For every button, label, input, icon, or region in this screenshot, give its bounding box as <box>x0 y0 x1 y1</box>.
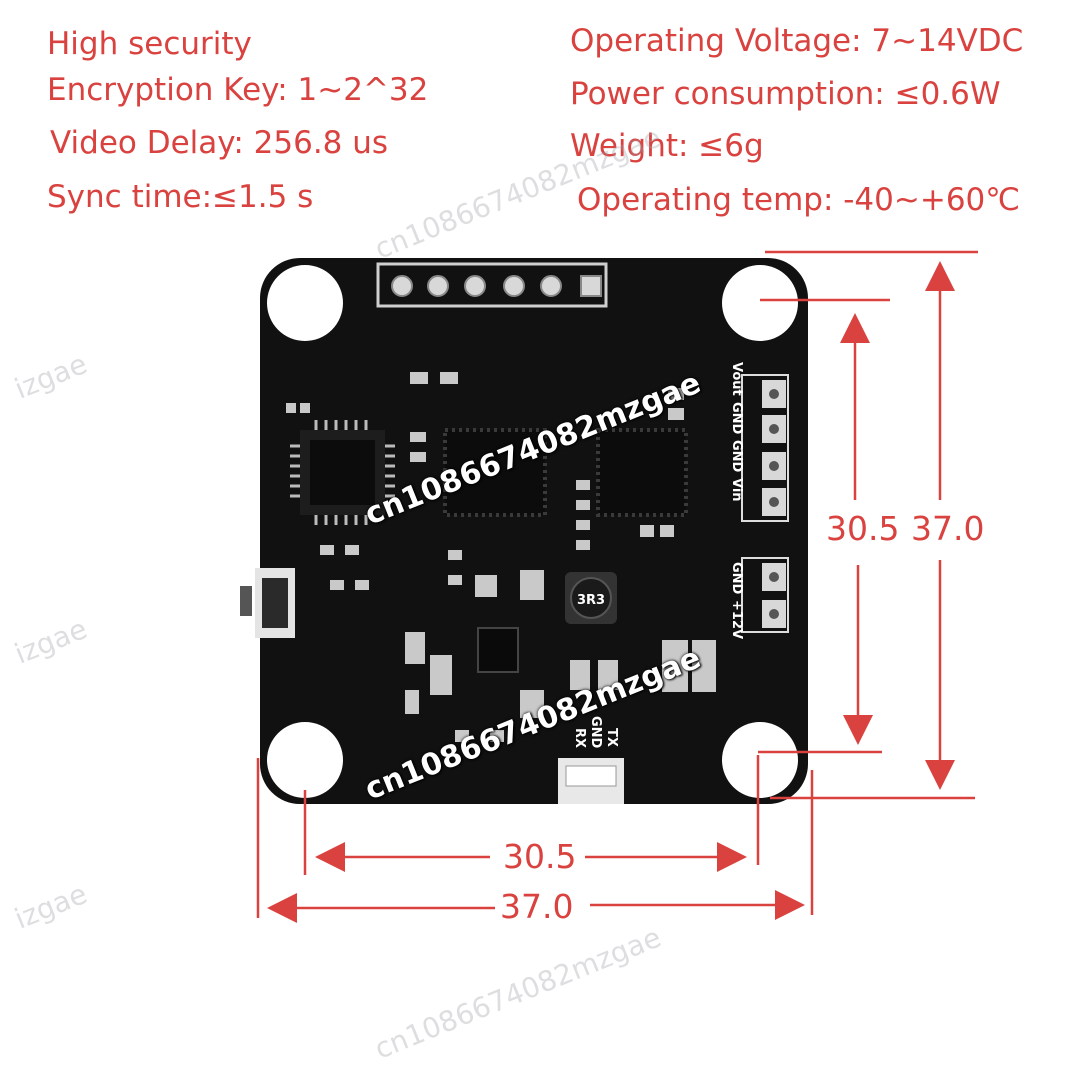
dim-hole-spacing-horizontal: 30.5 <box>503 837 577 876</box>
uart-label-rx: RX <box>572 728 587 748</box>
pad-label-vin: Vin <box>729 478 744 502</box>
inductor-3r3: 3R3 <box>565 572 617 624</box>
svg-text:3R3: 3R3 <box>577 593 605 608</box>
smd-components <box>286 372 716 742</box>
dim-board-width: 37.0 <box>500 887 574 926</box>
dim-hole-spacing-vertical: 30.5 <box>826 509 900 548</box>
ic-small-center <box>477 627 519 673</box>
spec-encryption-key: Encryption Key: 1~2^32 <box>47 72 429 108</box>
mount-hole-bottom-right <box>722 722 798 798</box>
qfn-chip-center <box>443 428 547 517</box>
spec-operating-temp: Operating temp: -40~+60℃ <box>577 182 1021 218</box>
right-pads <box>741 374 789 633</box>
pad-label-12v: +12V <box>729 600 744 639</box>
spec-weight: Weight: ≤6g <box>570 128 764 164</box>
mount-hole-top-right <box>722 265 798 341</box>
qfn-chip-right <box>596 428 688 517</box>
pad-label-gnd-3: GND <box>729 562 744 595</box>
qfp-chip-left <box>290 420 395 525</box>
pin-header-outline <box>376 262 608 308</box>
dim-board-height: 37.0 <box>911 509 985 548</box>
uart-label-gnd: GND <box>588 716 603 749</box>
uart-connector <box>558 758 624 804</box>
mount-hole-bottom-left <box>267 722 343 798</box>
pad-label-gnd-2: GND <box>729 440 744 473</box>
spec-power-consumption: Power consumption: ≤0.6W <box>570 76 1001 112</box>
slide-switch <box>240 568 295 638</box>
dimension-lines <box>256 250 978 923</box>
spec-operating-voltage: Operating Voltage: 7~14VDC <box>570 23 1024 59</box>
pad-label-vout: Vout <box>729 362 744 396</box>
spec-video-delay: Video Delay: 256.8 us <box>50 125 389 161</box>
pin-header-pins <box>391 275 602 297</box>
spec-sync-time: Sync time:≤1.5 s <box>47 179 314 215</box>
spec-high-security: High security <box>47 26 252 62</box>
uart-label-tx: TX <box>604 728 619 747</box>
pad-label-gnd-1: GND <box>729 402 744 435</box>
mount-hole-top-left <box>267 265 343 341</box>
